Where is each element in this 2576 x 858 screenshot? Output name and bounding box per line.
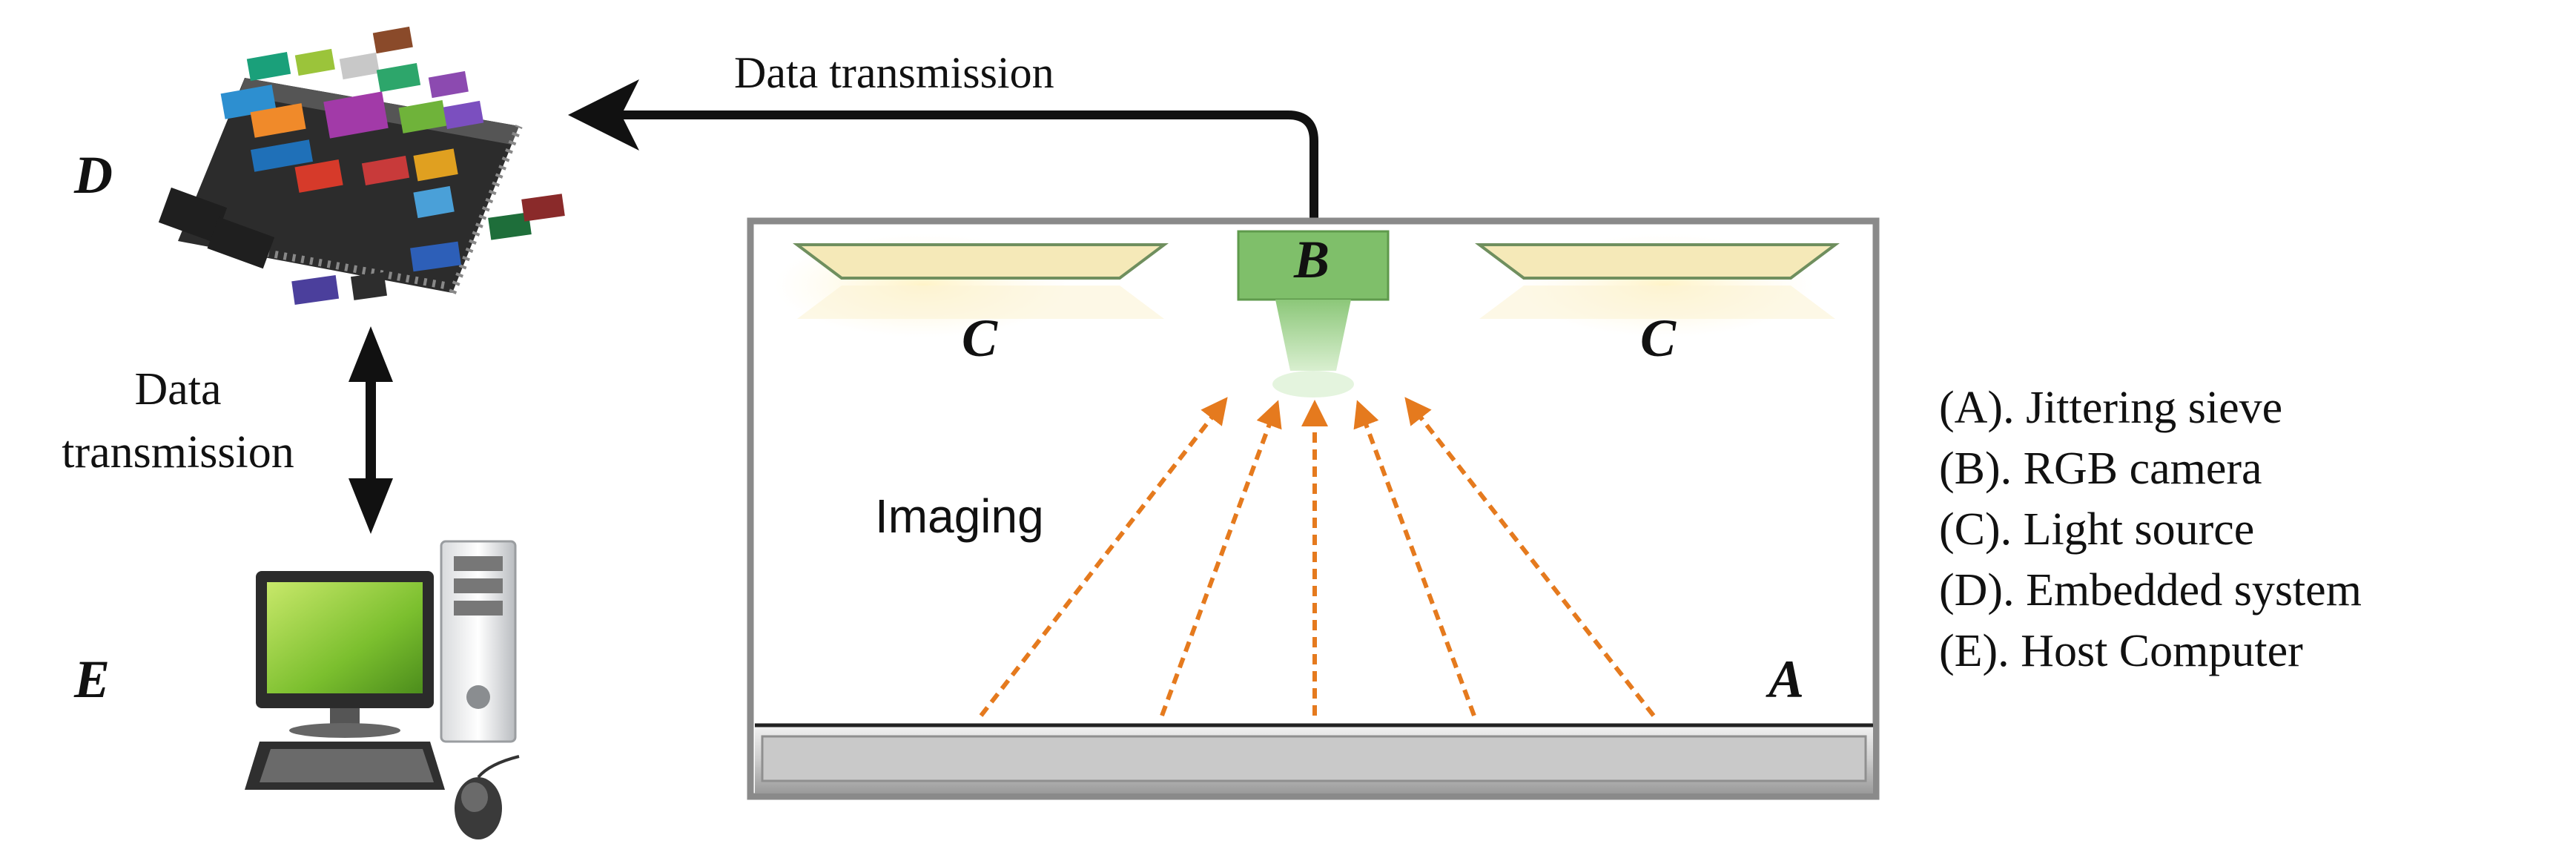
imaging-ray-1 <box>979 397 1228 717</box>
imaging-ray-5 <box>1404 397 1656 717</box>
component-label-d: D <box>73 145 113 205</box>
arrow-head-down <box>349 478 393 534</box>
desktop-computer-icon <box>245 540 520 839</box>
legend: (A). Jittering sieve (B). RGB camera (C)… <box>1939 383 2362 676</box>
component-label-c-right: C <box>1640 308 1677 368</box>
jittering-sieve <box>755 723 1873 793</box>
legend-item-a: (A). Jittering sieve <box>1939 383 2282 433</box>
light-source-right <box>1475 234 1840 337</box>
light-source-left <box>775 234 1169 337</box>
component-label-e: E <box>73 650 110 709</box>
data-transmission-label-left-line2: transmission <box>62 427 294 478</box>
imaging-label: Imaging <box>875 489 1044 543</box>
rgb-camera <box>1237 230 1390 397</box>
component-label-a: A <box>1766 650 1804 709</box>
data-transmission-label-left-line1: Data <box>134 364 221 415</box>
circuit-board-icon <box>158 26 565 306</box>
legend-item-c: (C). Light source <box>1939 504 2254 555</box>
arrow-head-up <box>349 326 393 382</box>
legend-item-b: (B). RGB camera <box>1939 443 2262 494</box>
legend-item-e: (E). Host Computer <box>1939 626 2303 676</box>
component-label-b: B <box>1293 230 1330 289</box>
data-transmission-arrow-top <box>568 79 1318 222</box>
data-transmission-label-top: Data transmission <box>734 48 1054 97</box>
imaging-rays <box>979 397 1656 717</box>
component-label-c-left: C <box>962 308 998 368</box>
imaging-ray-4 <box>1353 400 1476 717</box>
legend-item-d: (D). Embedded system <box>1939 565 2362 616</box>
imaging-ray-2 <box>1160 400 1282 717</box>
